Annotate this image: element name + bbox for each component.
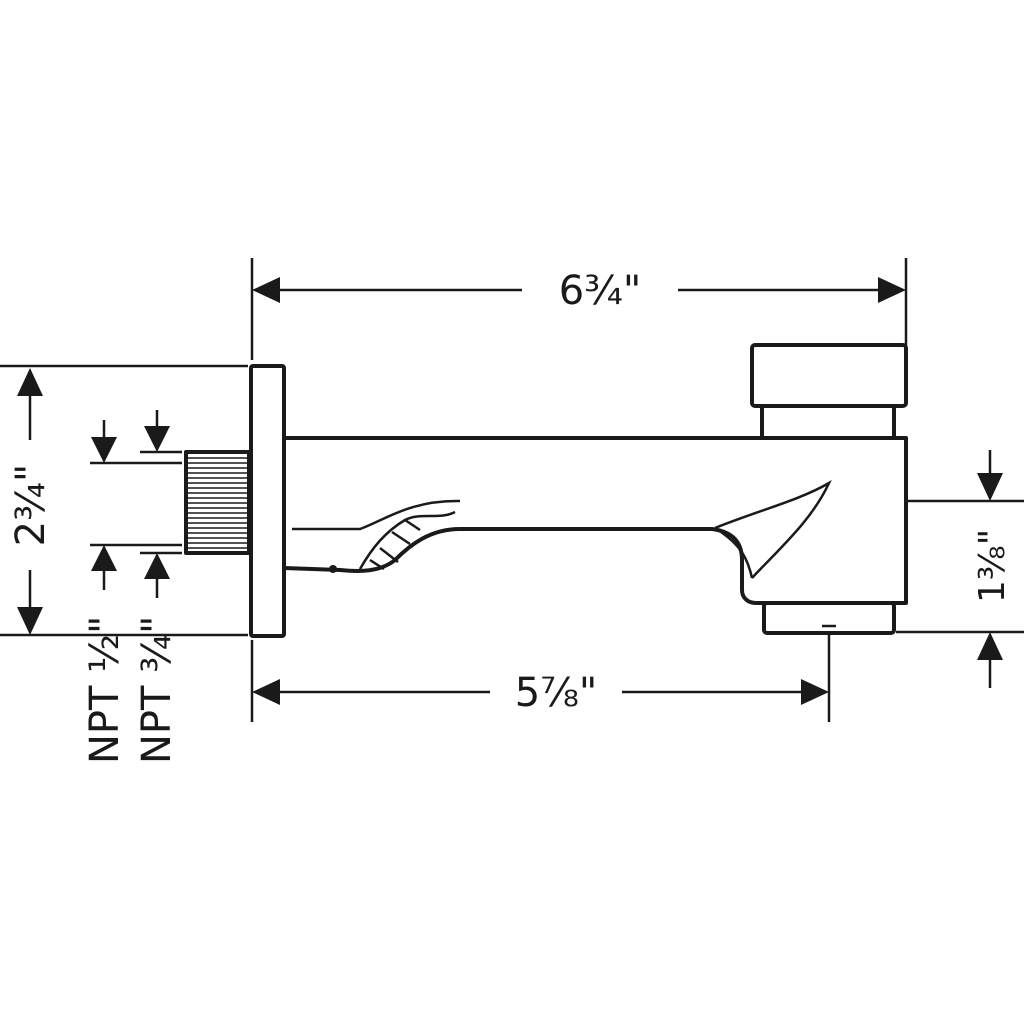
- arrowhead-down: [17, 607, 43, 635]
- thread-callouts: NPT ½" NPT ¾": [82, 410, 180, 764]
- arrowhead-down: [91, 437, 117, 463]
- arrowhead-left: [252, 277, 280, 303]
- arrowhead-up: [144, 553, 170, 579]
- overall-length-label: 6¾": [559, 268, 642, 314]
- arrowhead-down: [977, 473, 1003, 501]
- arrowhead-right: [878, 277, 906, 303]
- overall-height-label: 2¾": [8, 464, 54, 547]
- dimension-overall-height: 2¾": [8, 368, 54, 635]
- thread-lines: [186, 457, 249, 549]
- threaded-connector: [184, 450, 251, 555]
- diverter-knob: [750, 343, 908, 440]
- arrowhead-left: [252, 679, 280, 705]
- dimension-outlet-height: 1⅜": [972, 450, 1013, 688]
- arrowhead-up: [977, 632, 1003, 660]
- arrowhead-up: [91, 545, 117, 571]
- spout-body: [282, 436, 908, 605]
- npt-three-quarter-label: NPT ¾": [134, 616, 180, 764]
- arrowhead-right: [801, 679, 829, 705]
- arrowhead-up: [17, 368, 43, 396]
- arrowhead-down: [144, 426, 170, 452]
- outlet-cap: [762, 601, 896, 635]
- dimension-overall-length: 6¾": [252, 268, 906, 314]
- dimension-spout-projection: 5⅞": [252, 670, 829, 716]
- drain-dot: [329, 565, 337, 573]
- spout-projection-label: 5⅞": [515, 670, 598, 716]
- npt-half-label: NPT ½": [82, 616, 128, 764]
- outlet-height-label: 1⅜": [972, 529, 1013, 603]
- wall-flange: [249, 364, 286, 638]
